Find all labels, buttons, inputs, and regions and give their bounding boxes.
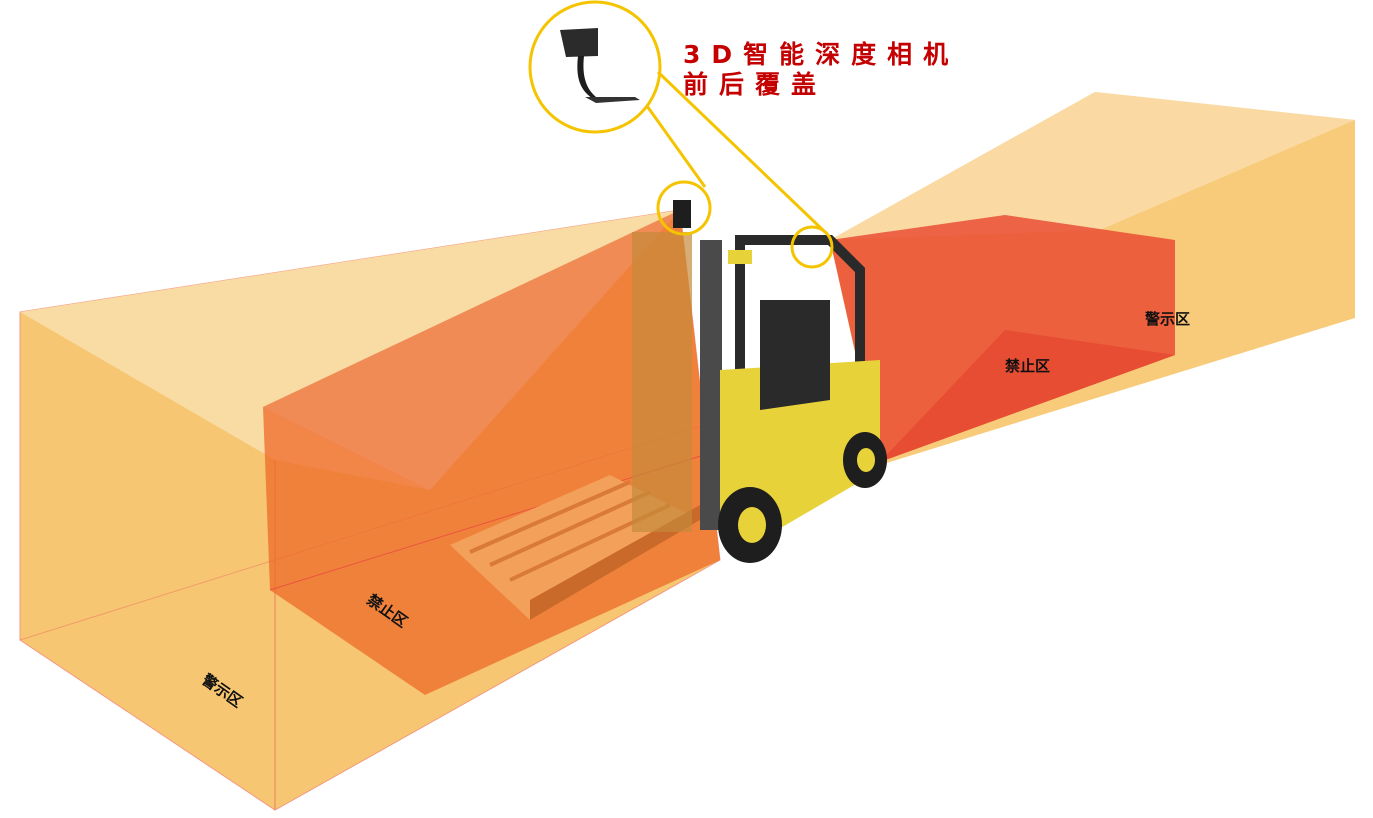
depth-camera-icon	[560, 28, 640, 103]
rear-forbidden-zone	[830, 215, 1175, 462]
callout-line1: 3D智能深度相机	[683, 40, 960, 69]
camera-callout-title: 3D智能深度相机 前后覆盖	[683, 40, 959, 100]
callout-line2: 前后覆盖	[683, 70, 828, 99]
forklift	[632, 200, 887, 563]
callout-rings	[528, 0, 834, 269]
camera-zoom-ring	[528, 0, 662, 134]
front-camera-ring	[656, 180, 712, 236]
camera-front	[673, 200, 691, 228]
rear-camera-ring	[790, 225, 834, 269]
rear-warning-label: 警示区	[1145, 310, 1191, 328]
rear-forbidden-label: 禁止区	[1005, 357, 1051, 375]
